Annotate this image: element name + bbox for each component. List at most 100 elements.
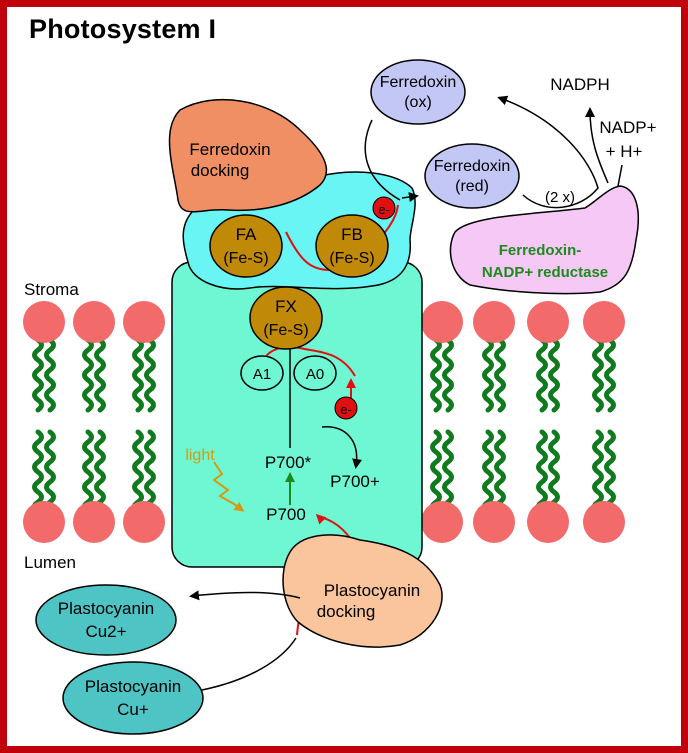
light-label: light — [185, 447, 215, 464]
lipid-bilayer — [23, 301, 625, 543]
electron-middle-label: e- — [340, 402, 352, 417]
lipid-head — [421, 301, 463, 343]
nadp-input-line — [617, 164, 623, 187]
lipid-head — [473, 501, 515, 543]
lipid-tail — [548, 337, 560, 413]
plastocyanin-binding-line — [201, 637, 297, 691]
two-x-label: (2 x) — [545, 189, 575, 206]
ferredoxin-docking-protein — [168, 98, 328, 213]
lipid-tail — [592, 337, 604, 413]
plastocyanin-cu2-label-2: Cu2+ — [85, 622, 126, 641]
fa-sublabel: (Fe-S) — [223, 250, 268, 267]
a0-label: A0 — [306, 366, 324, 383]
lipid-head — [123, 501, 165, 543]
lipid-head — [23, 501, 65, 543]
lipid-tail — [482, 337, 494, 413]
p700-oxidation-arrow — [321, 426, 363, 469]
ferredoxin-red-protein — [424, 143, 520, 209]
fx-cluster — [249, 286, 323, 350]
plastocyanin-cu1-label-1: Plastocyanin — [85, 677, 181, 696]
lipid-tail — [442, 429, 454, 509]
nadph-label: NADPH — [550, 75, 610, 94]
lipid-head — [473, 301, 515, 343]
lipid-tail — [32, 337, 44, 413]
electron-path-a0-a1 — [261, 346, 356, 377]
lipid-tail — [44, 429, 56, 509]
lipid-tail — [144, 337, 156, 413]
plastocyanin-docking-label-2: docking — [317, 602, 376, 621]
electron-middle: e- — [334, 396, 358, 420]
ferredoxin-ox-label-2: (ox) — [404, 94, 432, 111]
lipid-tail — [494, 429, 506, 509]
lipid-tail — [430, 429, 442, 509]
lipid-tail — [94, 337, 106, 413]
lipid-head — [527, 301, 569, 343]
p700-star-label: P700* — [265, 453, 312, 472]
lipid-tail — [430, 337, 442, 413]
a1-label: A1 — [253, 366, 271, 383]
ferredoxin-ox-label-1: Ferredoxin — [380, 74, 456, 91]
stroma-label: Stroma — [24, 280, 79, 299]
plastocyanin-docking-label-1: Plastocyanin — [324, 581, 420, 600]
lipid-tail — [494, 337, 506, 413]
fx-label: FX — [275, 297, 297, 316]
lipid-tail — [604, 429, 616, 509]
nadp-label-1: NADP+ — [599, 118, 656, 137]
lipid-tail — [144, 429, 156, 509]
nadph-product-arrow — [585, 107, 609, 184]
lipid-head — [527, 501, 569, 543]
fnr-label-1: Ferredoxin- — [499, 242, 582, 259]
fb-sublabel: (Fe-S) — [329, 250, 374, 267]
fa-cluster — [209, 214, 283, 278]
plastocyanin-cu1-protein — [62, 661, 204, 735]
p700-plus-label: P700+ — [330, 472, 380, 491]
plastocyanin-cu2-protein — [35, 584, 177, 656]
ferredoxin-docking-label-2: docking — [191, 161, 250, 180]
fb-cluster — [315, 214, 389, 278]
lipid-head — [583, 501, 625, 543]
electron-top: e- — [372, 196, 396, 220]
a0-acceptor — [293, 355, 337, 391]
ferredoxin-return-line — [364, 119, 401, 201]
lipid-tail — [536, 337, 548, 413]
fnr-label-2: NADP+ reductase — [482, 264, 608, 281]
lipid-head — [23, 301, 65, 343]
lipid-head — [73, 301, 115, 343]
lipid-tail — [44, 337, 56, 413]
lipid-head — [583, 301, 625, 343]
light-arrow — [212, 461, 245, 512]
nadph-arrow — [497, 95, 599, 209]
ferredoxin-red-label-2: (red) — [455, 178, 489, 195]
lipid-tail — [536, 429, 548, 509]
lipid-tail — [82, 429, 94, 509]
lipid-tail — [548, 429, 560, 509]
p700-label: P700 — [266, 505, 306, 524]
lipid-tail — [482, 429, 494, 509]
lipid-head — [73, 501, 115, 543]
ferredoxin-red-label-1: Ferredoxin — [434, 158, 510, 175]
lipid-tail — [82, 337, 94, 413]
a1-acceptor — [240, 355, 284, 391]
plastocyanin-release-arrow — [189, 590, 301, 601]
ferredoxin-ox-protein — [370, 59, 466, 125]
fnr-protein — [449, 185, 639, 295]
lipid-tail — [32, 429, 44, 509]
electron-to-p700-arrow — [315, 513, 351, 539]
fa-label: FA — [236, 225, 257, 244]
lipid-head — [123, 301, 165, 343]
lipid-tail — [442, 337, 454, 413]
lipid-tail — [604, 337, 616, 413]
fx-sublabel: (Fe-S) — [263, 322, 308, 339]
diagram-title: Photosystem I — [29, 14, 217, 44]
electron-top-label: e- — [378, 202, 390, 217]
fb-label: FB — [341, 225, 363, 244]
lipid-tail — [132, 337, 144, 413]
lipid-head — [421, 501, 463, 543]
ferredoxin-release-arrow — [401, 192, 419, 202]
lipid-tail — [132, 429, 144, 509]
ferredoxin-docking-label-1: Ferredoxin — [189, 140, 270, 159]
lumen-label: Lumen — [24, 553, 76, 572]
lipid-tail — [94, 429, 106, 509]
plastocyanin-cu2-label-1: Plastocyanin — [58, 599, 154, 618]
